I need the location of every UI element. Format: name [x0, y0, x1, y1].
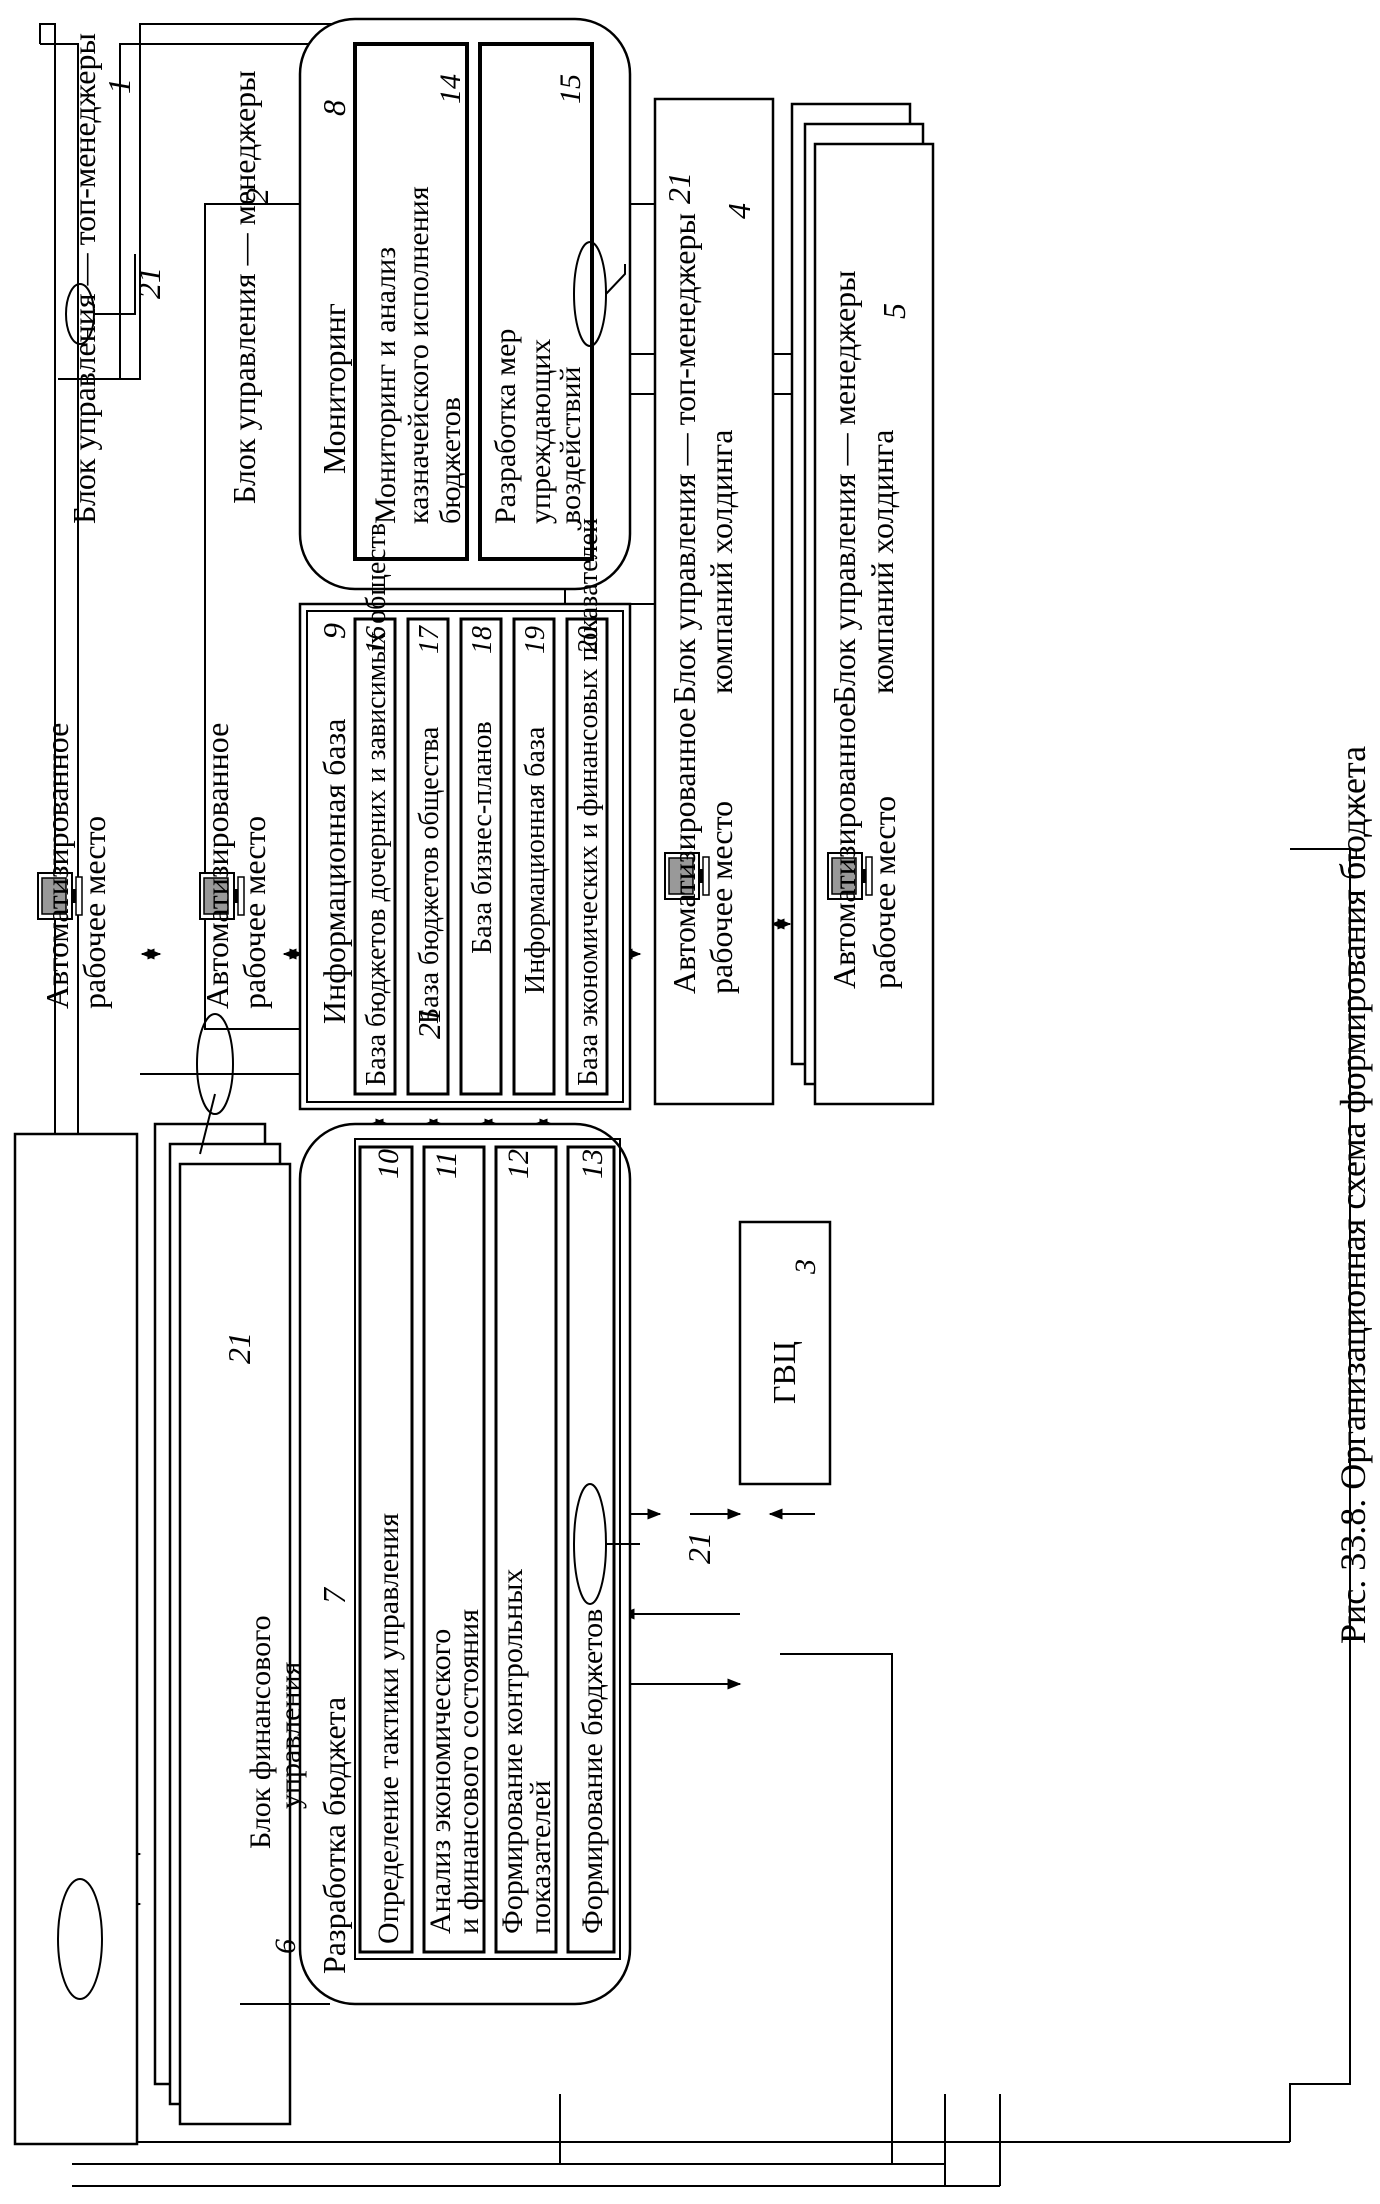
- budget-item-13-num: 13: [576, 1149, 609, 1179]
- block-holding-managers-arm-2: рабочее место: [866, 796, 902, 989]
- block-monitoring: Мониторинг 8 Мониторинг и анализ казначе…: [298, 17, 632, 591]
- info-item-19-label: Информационная база: [520, 726, 551, 994]
- financial-num: 6: [269, 1939, 302, 1954]
- info-item-17: База бюджетов общества 17: [406, 617, 450, 1096]
- info-item-18-label: База бизнес-планов: [467, 721, 498, 954]
- block-gvc: ГВЦ 3: [738, 1220, 832, 1486]
- info-item-16-label: База бюджетов дочерних и зависимых общес…: [361, 523, 392, 1086]
- info-item-20-num: 20: [573, 626, 604, 654]
- info-item-18: База бизнес-планов 18: [459, 617, 503, 1096]
- channel-label: 21: [661, 172, 697, 204]
- info-item-20-label: База экономических и финансовых показате…: [573, 518, 604, 1086]
- channel-label: 21: [411, 1007, 447, 1039]
- figure-caption: Рис. 33.8. Организационная схема формиро…: [1333, 746, 1373, 1644]
- block-info-base: Информационная база 9 База бюджетов доче…: [298, 518, 632, 1111]
- budget-item-13-l1: Формирование бюджетов: [576, 1609, 609, 1934]
- block-holding-managers-title-2: компаний холдинга: [864, 430, 900, 694]
- block-top-managers-arm-2: рабочее место: [76, 816, 112, 1009]
- block-monitoring-num: 8: [316, 100, 352, 116]
- info-item-17-num: 17: [414, 625, 445, 654]
- monitor-item-15-l1: Разработка мер: [489, 329, 522, 524]
- budget-item-11-l1: Анализ экономического: [424, 1629, 457, 1934]
- channel-label: 21: [681, 1532, 717, 1564]
- financial-title-1: Блок финансового: [244, 1615, 277, 1849]
- block-holding-managers: Автоматизированное рабочее место Блок уп…: [790, 102, 935, 1106]
- block-managers-arm-1: Автоматизированное: [199, 723, 235, 1009]
- monitor-item-14-l1: Мониторинг и анализ: [369, 247, 402, 524]
- monitor-item-14-num: 14: [434, 74, 467, 104]
- financial-title-2: управления: [274, 1661, 307, 1809]
- block-managers-arm-2: рабочее место: [236, 816, 272, 1009]
- block-budget-development: Разработка бюджета 7 Определение тактики…: [298, 1122, 632, 2006]
- info-item-20: База экономических и финансовых показате…: [565, 518, 609, 1096]
- monitor-item-14-l2: казначейского исполнения: [402, 186, 435, 524]
- block-holding-top-title-1: Блок управления — топ-менеджеры: [666, 213, 702, 704]
- budget-item-12: Формирование контрольных показателей 12: [494, 1145, 558, 1954]
- block-holding-top-arm-2: рабочее место: [703, 801, 739, 994]
- budget-item-10-num: 10: [372, 1149, 405, 1179]
- block-holding-top-arm-1: Автоматизированное: [666, 708, 702, 994]
- info-item-19-num: 19: [520, 626, 551, 654]
- block-managers-title: Блок управления — менеджеры: [226, 70, 262, 504]
- budget-dev-num: 7: [316, 1586, 352, 1604]
- budget-item-11-num: 11: [430, 1151, 463, 1179]
- info-base-num: 9: [316, 623, 352, 639]
- monitor-item-15-l3: воздействий: [554, 366, 587, 524]
- monitor-item-15-num: 15: [554, 74, 587, 104]
- info-item-16-num: 16: [361, 626, 392, 654]
- info-item-19: Информационная база 19: [512, 617, 556, 1096]
- channel-label: 21: [131, 267, 167, 299]
- info-item-18-num: 18: [467, 626, 498, 654]
- info-item-16: База бюджетов дочерних и зависимых общес…: [353, 523, 397, 1096]
- block-top-managers-arm-1: Автоматизированное: [39, 723, 75, 1009]
- budget-item-12-l1: Формирование контрольных: [496, 1569, 529, 1934]
- block-holding-top-title-2: компаний холдинга: [703, 430, 739, 694]
- budget-item-12-l2: показателей: [524, 1780, 557, 1934]
- channel-markers: [57, 241, 640, 2005]
- block-holding-managers-title-1: Блок управления — менеджеры: [826, 270, 862, 704]
- info-item-17-label: База бюджетов общества: [414, 726, 445, 1024]
- block-top-managers-num: 1: [101, 78, 137, 94]
- block-top-managers-title: Блок управления — топ-менеджеры: [66, 33, 102, 524]
- block-holding-top-num: 4: [721, 203, 757, 219]
- block-holding-managers-num: 5: [876, 303, 912, 319]
- gvc-title: ГВЦ: [766, 1341, 802, 1404]
- budget-item-10-l1: Определение тактики управления: [372, 1513, 405, 1944]
- link-block2-bottom: [559, 2094, 945, 2165]
- budget-item-13: Формирование бюджетов 13: [566, 1145, 616, 1954]
- monitor-item-15-l2: упреждающих: [524, 339, 557, 524]
- link-left-bottom: [944, 2094, 1001, 2186]
- budget-item-10: Определение тактики управления 10: [358, 1145, 414, 1954]
- link-budget-left: [1289, 848, 1351, 2142]
- block-holding-top: Автоматизированное рабочее место Блок уп…: [653, 97, 775, 1106]
- block-holding-managers-arm-1: Автоматизированное: [826, 703, 862, 989]
- monitor-item-14-l3: бюджетов: [434, 397, 467, 524]
- block-top-managers: Автоматизированное рабочее место Блок уп…: [13, 33, 139, 2146]
- channel-labels: 21 21 21 21 21: [131, 172, 717, 1564]
- budget-item-12-num: 12: [502, 1149, 535, 1179]
- channel-label: 21: [221, 1332, 257, 1364]
- block-monitoring-title: Мониторинг: [316, 303, 352, 474]
- gvc-num: 3: [789, 1259, 822, 1275]
- budget-item-11-l2: и финансового состояния: [452, 1609, 485, 1934]
- budget-dev-title: Разработка бюджета: [316, 1697, 352, 1974]
- block-financial-management: Блок финансового управления 6: [244, 1615, 307, 1954]
- budget-item-11: Анализ экономического и финансового сост…: [422, 1145, 486, 1954]
- block-managers-num: 2: [239, 188, 275, 204]
- link-gvc-bottom: [780, 1653, 893, 2164]
- info-base-title: Информационная база: [316, 719, 352, 1024]
- block-managers: Автоматизированное рабочее место Блок уп…: [153, 70, 292, 2126]
